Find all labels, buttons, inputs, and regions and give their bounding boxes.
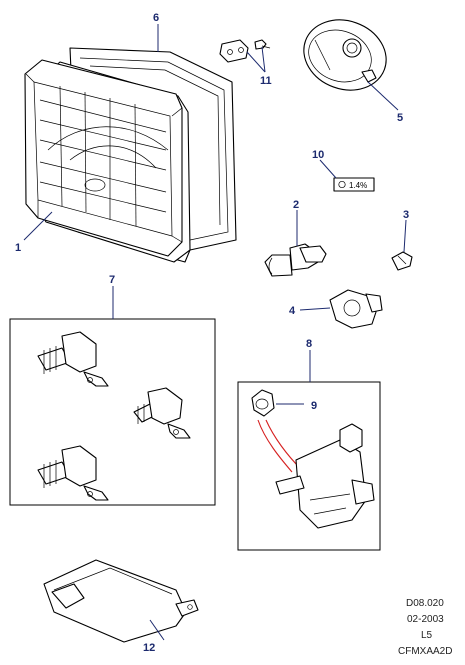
callout-12: 12: [143, 642, 155, 654]
diagram-code: D08.020: [406, 598, 444, 609]
callout-8: 8: [306, 338, 312, 350]
bulb-holder: [329, 289, 383, 329]
sidelamp-bulb: [391, 251, 413, 271]
headlamp-assembly: [24, 59, 191, 263]
levelling-motor-panel: [237, 381, 381, 551]
aim-label: 1.4%: [333, 177, 375, 192]
headlamp-bulb: [264, 243, 327, 277]
callout-5: 5: [397, 112, 403, 124]
aim-percentage-text: 1.4%: [349, 181, 367, 190]
adjuster-screw-kit: [219, 39, 271, 63]
diagram-revision: L5: [421, 630, 433, 641]
wire-red-1: [257, 419, 293, 473]
callout-1: 1: [15, 242, 21, 254]
callout-9: 9: [311, 400, 317, 412]
levelling-control-unit: [43, 559, 199, 643]
callout-10: 10: [312, 149, 324, 161]
image-reference: CFMXAA2D: [398, 646, 452, 657]
callout-7: 7: [109, 274, 115, 286]
callout-2: 2: [293, 199, 299, 211]
adjuster-panel: [9, 318, 216, 506]
callout-11: 11: [260, 75, 272, 87]
rear-cover-cap: [303, 19, 387, 91]
diagram-date: 02-2003: [407, 614, 444, 625]
callout-3: 3: [403, 209, 409, 221]
callout-4: 4: [289, 305, 296, 317]
leader-lines: [23, 24, 407, 641]
callout-6: 6: [153, 12, 159, 24]
